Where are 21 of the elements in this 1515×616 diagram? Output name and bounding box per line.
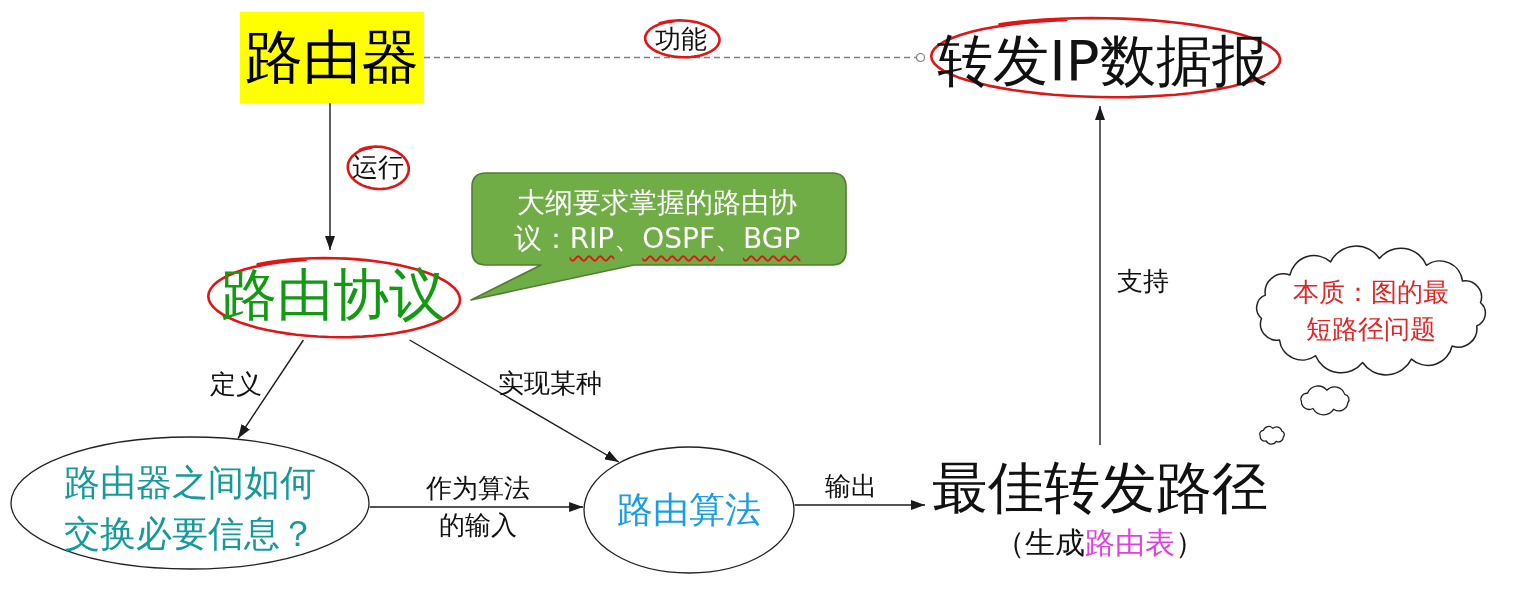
edge-label: 支持 [1117, 266, 1169, 298]
arrow [325, 102, 335, 251]
edge-label: 输出 [825, 471, 877, 503]
arrow [369, 502, 584, 512]
highlight-box: 路由器 [240, 12, 424, 103]
edge-label: 功能 [655, 24, 707, 56]
node-text: 路由协议 [215, 250, 450, 340]
arrow [794, 500, 926, 510]
arrow [1095, 105, 1105, 446]
arrow [237, 339, 305, 440]
node-text: 转发IP数据报 [925, 16, 1280, 106]
node-text: 最佳转发路径 [932, 453, 1268, 522]
subtitle-text: （生成路由表） [995, 525, 1205, 562]
ellipse-node: 路由算法 [583, 446, 795, 574]
arrow [408, 339, 620, 463]
edge-label: 运行 [352, 152, 404, 184]
edge-label: 定义 [210, 369, 262, 401]
ellipse-node: 路由器之间如何交换必要信息？ [10, 436, 370, 570]
edge-label: 作为算法的输入 [425, 472, 531, 542]
edge-label: 实现某种 [498, 368, 602, 400]
dashed-line [423, 52, 926, 63]
